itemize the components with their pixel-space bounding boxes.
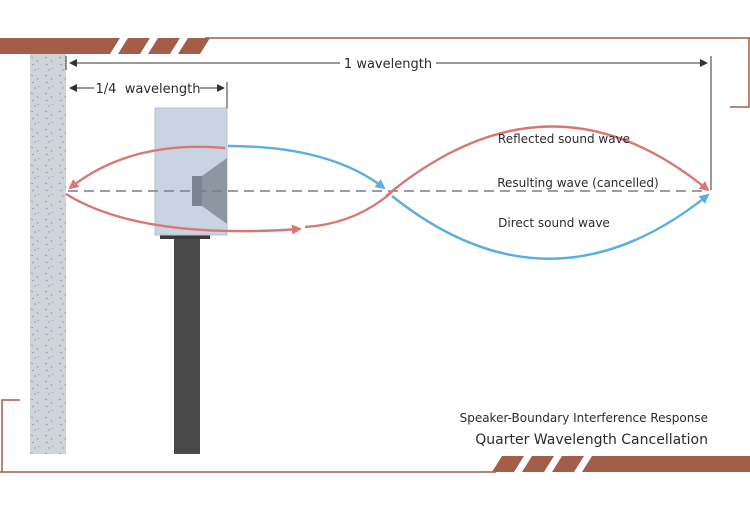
reflected-wave-line-3 [304, 191, 393, 229]
reflected-wave-line-1 [68, 145, 226, 190]
quarter-wavelength-label: 1/4 wavelength [96, 82, 201, 97]
full-wavelength-label: 1 wavelength [344, 57, 432, 72]
diagram-subtitle: Quarter Wavelength Cancellation [475, 432, 708, 448]
speaker-stand-cap [160, 233, 210, 239]
top-decorative-band [0, 37, 750, 54]
right-bracket [730, 38, 750, 108]
direct-wave-line-1 [227, 144, 386, 190]
quarter-wavelength-dimension: 1/4 wavelength [69, 82, 228, 108]
left-bracket [1, 399, 20, 472]
wall [30, 54, 66, 454]
full-wavelength-dimension: 1 wavelength [65, 56, 712, 190]
speaker-stand [174, 235, 200, 454]
reflected-wave-label: Reflected sound wave [498, 132, 630, 146]
diagram-title: Speaker-Boundary Interference Response [460, 411, 708, 425]
resulting-wave-label: Resulting wave (cancelled) [497, 176, 658, 190]
reflected-wave-line-4 [385, 125, 710, 197]
bottom-decorative-band [0, 456, 750, 473]
direct-wave-line-2 [391, 193, 710, 260]
reflected-wave-line-2 [65, 192, 302, 235]
direct-wave-label: Direct sound wave [498, 216, 610, 230]
